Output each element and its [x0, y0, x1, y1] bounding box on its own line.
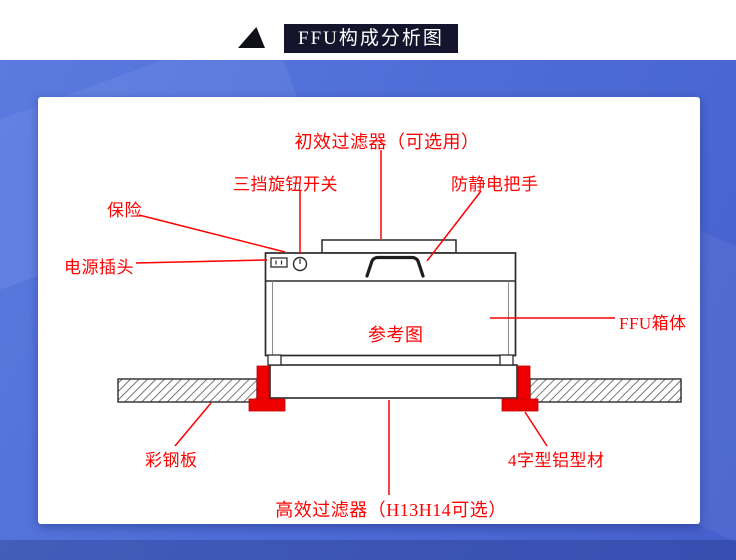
label-knob-switch: 三挡旋钮开关 — [233, 175, 338, 194]
label-primary-filter: 初效过滤器（可选用） — [294, 132, 480, 152]
label-steel-panel: 彩钢板 — [145, 451, 198, 470]
label-ffu-body: FFU箱体 — [619, 314, 687, 333]
page-title: FFU构成分析图 — [284, 24, 458, 53]
label-power-plug: 电源插头 — [64, 258, 134, 277]
bottom-dark-strip — [0, 540, 736, 560]
label-reference-caption: 参考图 — [368, 325, 424, 345]
label-hepa-filter: 高效过滤器（H13H14可选） — [275, 500, 507, 520]
label-aluminum-profile: 4字型铝型材 — [508, 451, 605, 470]
label-antistatic-handle: 防静电把手 — [451, 175, 539, 194]
label-fuse: 保险 — [107, 201, 142, 220]
